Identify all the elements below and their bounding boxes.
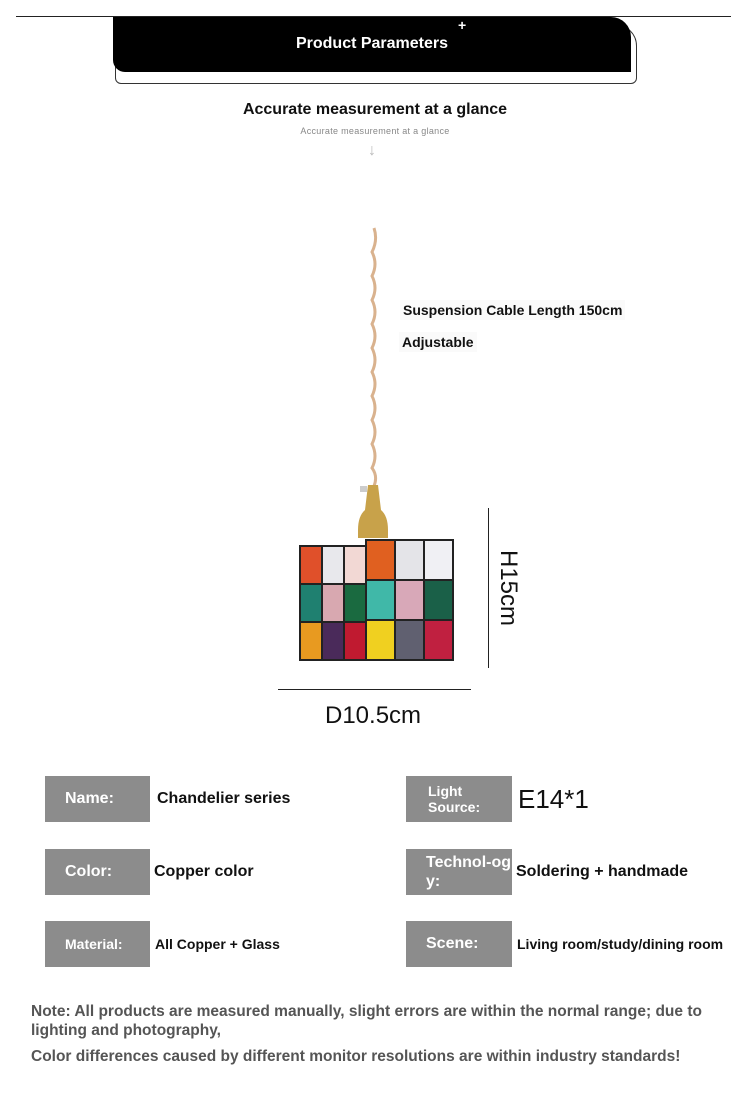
section-subtitle: Accurate measurement at a glance bbox=[300, 126, 450, 136]
plus-icon: + bbox=[458, 17, 467, 33]
height-label: H15cm bbox=[495, 550, 522, 627]
glass-pane bbox=[299, 583, 323, 623]
glass-pane bbox=[394, 579, 425, 621]
glass-pane bbox=[343, 621, 367, 661]
glass-pane bbox=[299, 545, 323, 585]
glass-pane bbox=[423, 619, 454, 661]
spec-key-light-source: Light Source: bbox=[406, 776, 512, 822]
glass-pane bbox=[343, 583, 367, 623]
glass-pane bbox=[321, 621, 345, 661]
spec-value-color: Copper color bbox=[154, 863, 254, 880]
glass-pane bbox=[423, 539, 454, 581]
cable-length-label: Suspension Cable Length 150cm bbox=[400, 300, 626, 320]
glass-pane bbox=[394, 539, 425, 581]
glass-pane bbox=[321, 583, 345, 623]
glass-pane bbox=[343, 545, 367, 585]
arrow-down-icon: ↓ bbox=[368, 142, 376, 159]
note-line-1: Note: All products are measured manually… bbox=[31, 1003, 702, 1039]
spec-value-material: All Copper + Glass bbox=[155, 936, 280, 952]
height-line bbox=[488, 508, 489, 668]
spec-key-color: Color: bbox=[45, 849, 150, 895]
diameter-line bbox=[278, 689, 471, 690]
spec-value-light-source: E14*1 bbox=[518, 783, 589, 814]
glass-pane bbox=[365, 539, 396, 581]
glass-pane bbox=[394, 619, 425, 661]
glass-pane bbox=[365, 579, 396, 621]
spec-key-technology: Technol-ogy: bbox=[406, 849, 512, 895]
adjustable-label: Adjustable bbox=[399, 332, 477, 352]
header-banner: Product Parameters bbox=[113, 17, 631, 72]
note-line-2: Color differences caused by different mo… bbox=[31, 1048, 681, 1065]
spec-value-name: Chandelier series bbox=[157, 790, 291, 807]
pendant-lamp-image bbox=[299, 227, 454, 661]
glass-pane bbox=[299, 621, 323, 661]
spec-key-scene: Scene: bbox=[406, 921, 512, 967]
spec-value-scene: Living room/study/dining room bbox=[517, 936, 724, 952]
spec-key-name: Name: bbox=[45, 776, 150, 822]
glass-pane bbox=[365, 619, 396, 661]
spec-key-material: Material: bbox=[45, 921, 150, 967]
glass-pane bbox=[321, 545, 345, 585]
spec-value-technology: Soldering + handmade bbox=[516, 863, 689, 880]
diameter-label: D10.5cm bbox=[325, 702, 422, 729]
section-title: Accurate measurement at a glance bbox=[242, 101, 508, 118]
glass-pane bbox=[423, 579, 454, 621]
top-divider bbox=[16, 16, 731, 17]
